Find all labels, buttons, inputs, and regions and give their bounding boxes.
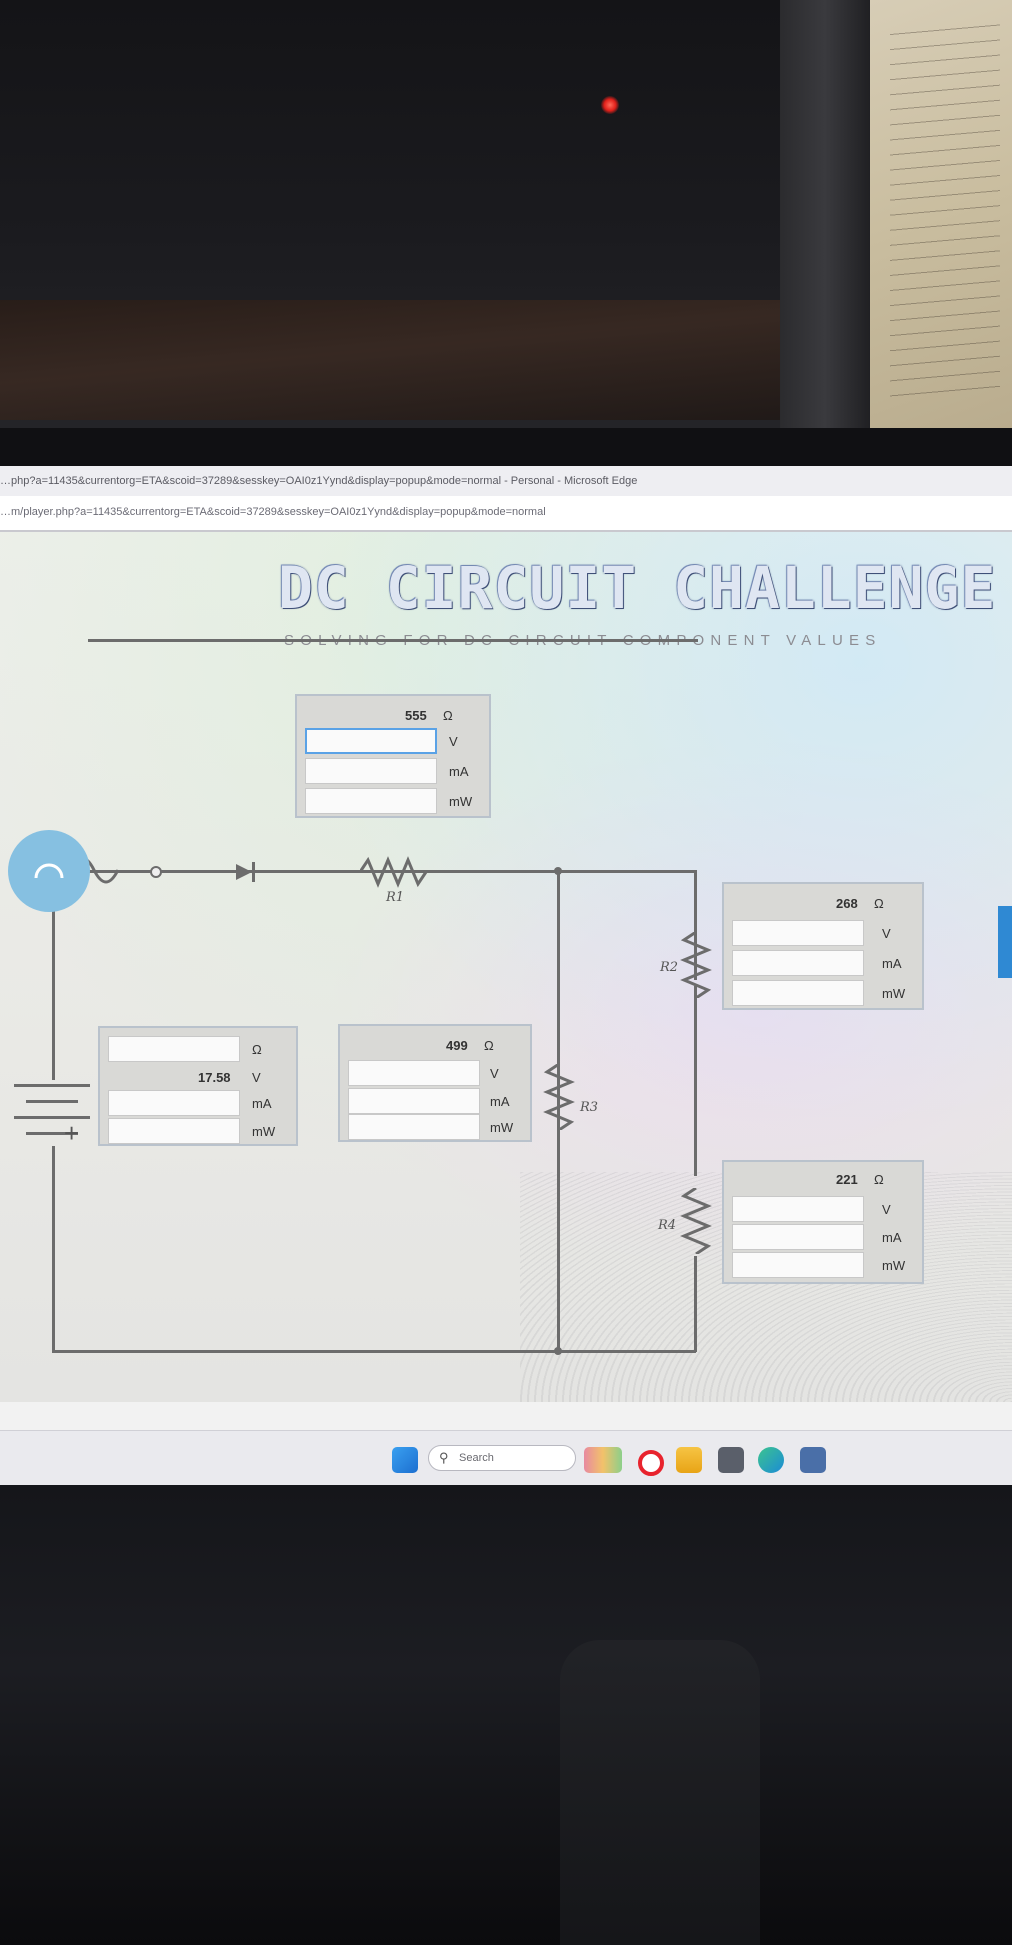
r2-voltage-input[interactable] [732, 920, 864, 946]
source-current-input[interactable] [108, 1090, 240, 1116]
r3-mw-unit: mW [490, 1120, 514, 1135]
wire-right-upper [694, 870, 697, 980]
r1-label: R1 [386, 890, 405, 905]
desk-area [0, 1485, 1012, 1945]
r2-power-input[interactable] [732, 980, 864, 1006]
r2-ohm-unit: Ω [874, 896, 884, 911]
search-placeholder: Search [459, 1452, 494, 1464]
side-scroll-tab[interactable] [998, 906, 1012, 978]
r1-mw-unit: mW [449, 794, 473, 809]
source-power-input[interactable] [108, 1118, 240, 1144]
r3-resistance-value: 499 [446, 1038, 468, 1053]
source-voltage-value: 17.58 [198, 1070, 231, 1085]
r3-voltage-input[interactable] [348, 1060, 480, 1086]
window-title: …php?a=11435&currentorg=ETA&scoid=37289&… [0, 475, 638, 487]
meter-icon [34, 863, 64, 879]
r4-ma-unit: mA [882, 1230, 902, 1245]
monitor-stand [560, 1640, 760, 1945]
r4-volt-unit: V [882, 1202, 891, 1217]
r3-volt-unit: V [490, 1066, 499, 1081]
wire-bottom-main [52, 1350, 696, 1353]
r1-power-input[interactable] [305, 788, 437, 814]
r3-current-input[interactable] [348, 1088, 480, 1114]
source-volt-unit: V [252, 1070, 261, 1085]
edge-icon[interactable] [758, 1447, 784, 1473]
source-ma-unit: mA [252, 1096, 272, 1111]
r1-ohm-unit: Ω [443, 708, 453, 723]
wire-left-main [52, 870, 55, 1080]
r2-ma-unit: mA [882, 956, 902, 971]
search-icon: ⚲ [439, 1450, 449, 1465]
r4-ohm-unit: Ω [874, 1172, 884, 1187]
resistor-r3-symbol [543, 1064, 575, 1130]
r1-volt-unit: V [449, 734, 458, 749]
r2-card: 268 Ω V mA mW [722, 882, 924, 1010]
wire-left-lower [52, 1146, 55, 1352]
wire-right-lower [694, 1256, 697, 1352]
source-mw-unit: mW [252, 1124, 276, 1139]
browser-titlebar: …php?a=11435&currentorg=ETA&scoid=37289&… [0, 466, 1012, 497]
junction-bottom [554, 1347, 562, 1355]
opera-icon[interactable] [638, 1450, 664, 1476]
browser-address-bar[interactable]: …m/player.php?a=11435&currentorg=ETA&sco… [0, 496, 1012, 532]
r4-label: R4 [658, 1218, 677, 1233]
r1-voltage-input[interactable] [305, 728, 437, 754]
resistor-r2-symbol [680, 932, 712, 998]
source-resistance-input[interactable] [108, 1036, 240, 1062]
battery-symbol [14, 1084, 90, 1135]
picture-frame [780, 0, 870, 430]
wire-top [88, 639, 698, 642]
r1-current-input[interactable] [305, 758, 437, 784]
handwriting [890, 20, 1000, 400]
r4-mw-unit: mW [882, 1258, 906, 1273]
r2-label: R2 [660, 960, 679, 975]
wire-mid-vertical [557, 870, 560, 1350]
junction-top [554, 867, 562, 875]
store-icon[interactable] [718, 1447, 744, 1473]
windows-taskbar: ⚲ Search [0, 1430, 1012, 1486]
r3-ma-unit: mA [490, 1094, 510, 1109]
taskbar-search[interactable]: ⚲ Search [428, 1445, 576, 1471]
r3-ohm-unit: Ω [484, 1038, 494, 1053]
r3-power-input[interactable] [348, 1114, 480, 1140]
r4-power-input[interactable] [732, 1252, 864, 1278]
wire-right-middle [694, 986, 697, 1176]
wall-paper-note [870, 0, 1012, 430]
source-card: Ω 17.58 V mA mW [98, 1026, 298, 1146]
widgets-icon[interactable] [584, 1447, 622, 1473]
app-icon[interactable] [800, 1447, 826, 1473]
red-led-light [601, 96, 619, 114]
page-title: DC CIRCUIT CHALLENGE [278, 554, 997, 622]
r4-card: 221 Ω V mA mW [722, 1160, 924, 1284]
r4-voltage-input[interactable] [732, 1196, 864, 1222]
r2-mw-unit: mW [882, 986, 906, 1001]
r4-current-input[interactable] [732, 1224, 864, 1250]
r1-resistance-value: 555 [405, 708, 427, 723]
windows-start-icon[interactable] [392, 1447, 418, 1473]
r1-card: 555 Ω V mA mW [295, 694, 491, 818]
source-badge[interactable] [8, 830, 90, 912]
fuse-switch-diode-symbols [68, 856, 255, 884]
r1-ma-unit: mA [449, 764, 469, 779]
r2-volt-unit: V [882, 926, 891, 941]
r2-resistance-value: 268 [836, 896, 858, 911]
r3-card: 499 Ω V mA mW [338, 1024, 532, 1142]
r2-current-input[interactable] [732, 950, 864, 976]
monitor-bezel-top [0, 428, 1012, 466]
source-ohm-unit: Ω [252, 1042, 262, 1057]
address-text[interactable]: …m/player.php?a=11435&currentorg=ETA&sco… [0, 506, 546, 518]
resistor-r1-symbol [360, 856, 428, 888]
file-explorer-icon[interactable] [676, 1447, 702, 1473]
resistor-r4-symbol [680, 1188, 712, 1254]
r3-label: R3 [580, 1100, 599, 1115]
r4-resistance-value: 221 [836, 1172, 858, 1187]
monitor-screen: …php?a=11435&currentorg=ETA&scoid=37289&… [0, 466, 1012, 1486]
battery-plus-sign: + [64, 1118, 80, 1148]
